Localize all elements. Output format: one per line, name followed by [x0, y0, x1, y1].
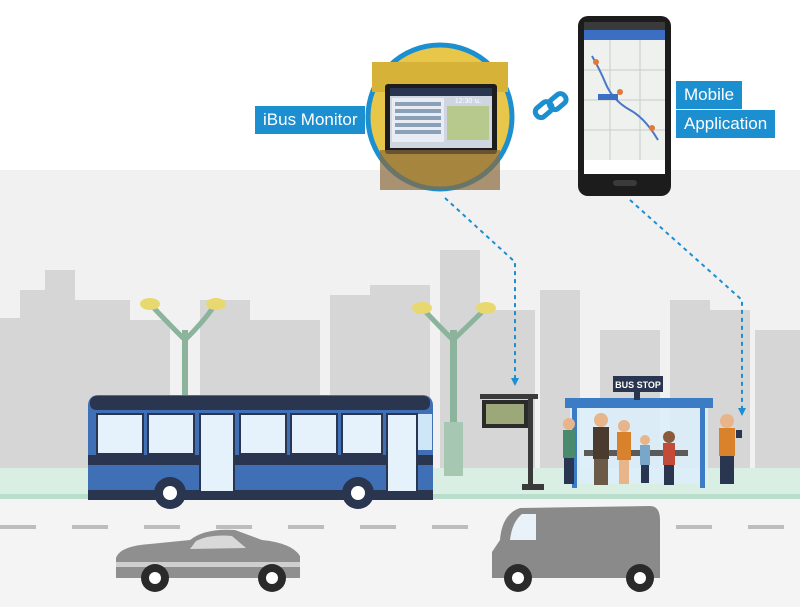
person	[617, 420, 631, 484]
monitor-time: 12:30 น.	[455, 98, 481, 105]
person	[593, 413, 609, 485]
person	[663, 431, 675, 485]
ibus-monitor-post	[480, 394, 544, 490]
lane-markings	[0, 525, 784, 529]
street-lamp-right	[412, 302, 496, 476]
mobile-label-line1: Mobile	[676, 81, 743, 109]
connector-lines	[444, 197, 743, 410]
link-icon	[532, 91, 569, 121]
ibus-monitor-zoom	[365, 42, 515, 192]
arrowhead	[738, 408, 746, 416]
ibus-monitor-label: iBus Monitor	[255, 106, 366, 134]
classic-car	[116, 529, 300, 592]
mobile-label-line2: Application	[676, 110, 776, 138]
passengers	[563, 413, 742, 485]
person	[563, 418, 575, 484]
arrowhead	[511, 378, 519, 386]
person	[719, 414, 742, 484]
bus-stop-sign: BUS STOP	[615, 380, 661, 390]
city-bus	[88, 395, 433, 509]
delivery-van	[492, 506, 660, 592]
mobile-phone	[578, 16, 671, 196]
person	[640, 435, 650, 483]
